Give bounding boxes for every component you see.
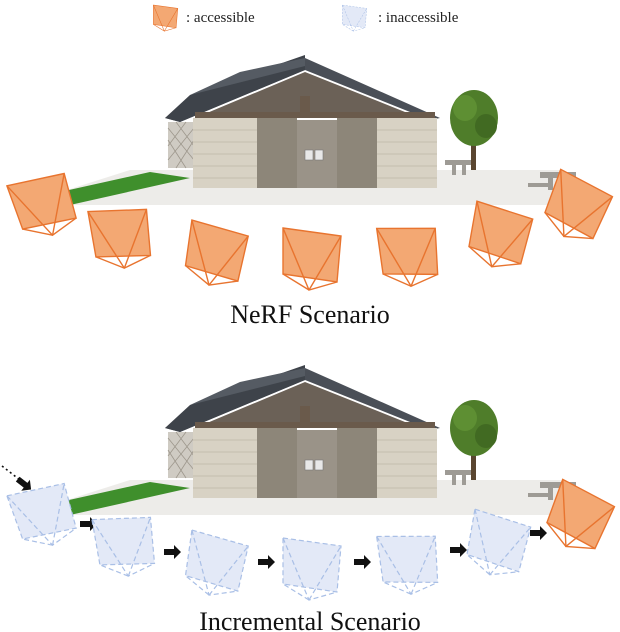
inaccessible-legend-label: : inaccessible	[378, 10, 459, 26]
incremental-camera-4-icon	[282, 537, 342, 601]
nerf-camera-5-icon	[375, 219, 444, 291]
incremental-camera-1-icon	[6, 475, 84, 555]
nerf-scenario-caption: NeRF Scenario	[230, 300, 390, 329]
nerf-camera-1-icon	[6, 165, 84, 245]
arrow-3-icon	[258, 555, 275, 569]
nerf-camera-4-icon	[282, 227, 342, 291]
nerf-building-scene-image	[19, 54, 611, 206]
arrow-2-icon	[164, 545, 181, 559]
arrow-6-icon	[530, 526, 547, 540]
incremental-panel: Incremental Scenario	[1, 364, 618, 632]
incremental-camera-5-icon	[376, 527, 444, 599]
incremental-camera-3-icon	[182, 529, 250, 601]
incremental-camera-6-icon	[463, 508, 533, 581]
incremental-scenario-caption: Incremental Scenario	[199, 607, 421, 632]
legend: : accessible : inaccessible	[153, 4, 459, 32]
nerf-camera-6-icon	[465, 200, 535, 274]
nerf-panel: NeRF Scenario	[6, 54, 616, 329]
accessible-legend-label: : accessible	[186, 10, 255, 26]
nerf-camera-2-icon	[87, 200, 157, 274]
entry-arrow-icon	[1, 465, 36, 496]
incremental-building-scene-image	[19, 364, 611, 516]
incremental-camera-2-icon	[91, 508, 161, 582]
arrow-5-icon	[450, 543, 467, 557]
nerf-camera-3-icon	[182, 219, 251, 291]
inaccessible-legend-camera-icon	[342, 4, 368, 32]
arrow-4-icon	[354, 555, 371, 569]
accessible-legend-camera-icon	[153, 4, 179, 32]
